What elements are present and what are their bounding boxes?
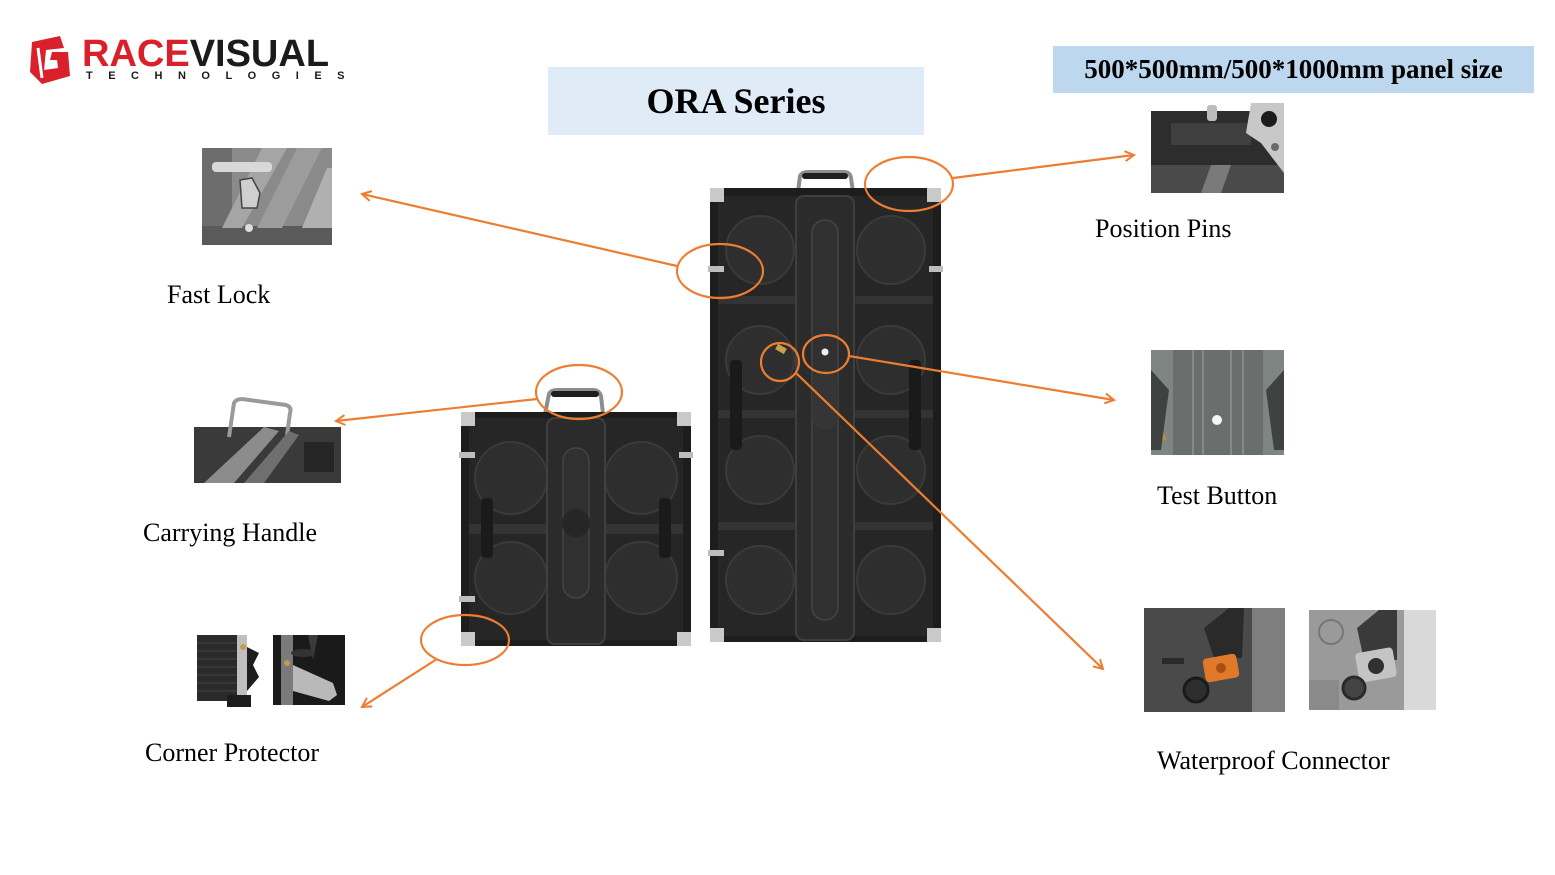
test-button-photo [1151, 350, 1284, 455]
carrying-handle-photo [194, 397, 341, 483]
corner-protector-label: Corner Protector [145, 738, 320, 767]
corner-protector-arrow [362, 658, 438, 707]
position-pins-label: Position Pins [1095, 214, 1232, 243]
position-pins-photo [1151, 103, 1284, 193]
series-title: ORA Series [548, 67, 924, 135]
waterproof-connector-photo-2 [1309, 610, 1436, 710]
brand-name-red: RACE [82, 33, 190, 75]
brand-name: RACEVISUAL [82, 34, 329, 74]
waterproof-connector-photo-1 [1144, 608, 1285, 712]
carrying-handle-label: Carrying Handle [143, 518, 318, 547]
panel-size-banner: 500*500mm/500*1000mm panel size [1053, 46, 1534, 93]
brand-name-dark: VISUAL [189, 33, 330, 75]
corner-protector-photo-1 [197, 635, 261, 708]
logo-mark-icon [30, 36, 70, 84]
test-button-label: Test Button [1157, 481, 1278, 510]
fast-lock-arrow [362, 194, 678, 268]
large-panel-image [708, 170, 943, 645]
brand-logo: RACEVISUAL TECHNOLOGIES [24, 32, 345, 88]
waterproof-connector-label: Waterproof Connector [1157, 746, 1390, 775]
position-pins-arrow [952, 155, 1134, 180]
fast-lock-label: Fast Lock [167, 280, 271, 309]
corner-protector-photo-2 [273, 635, 345, 705]
small-panel-image [459, 388, 693, 650]
fast-lock-photo [202, 148, 332, 245]
brand-tagline: TECHNOLOGIES [86, 70, 361, 82]
